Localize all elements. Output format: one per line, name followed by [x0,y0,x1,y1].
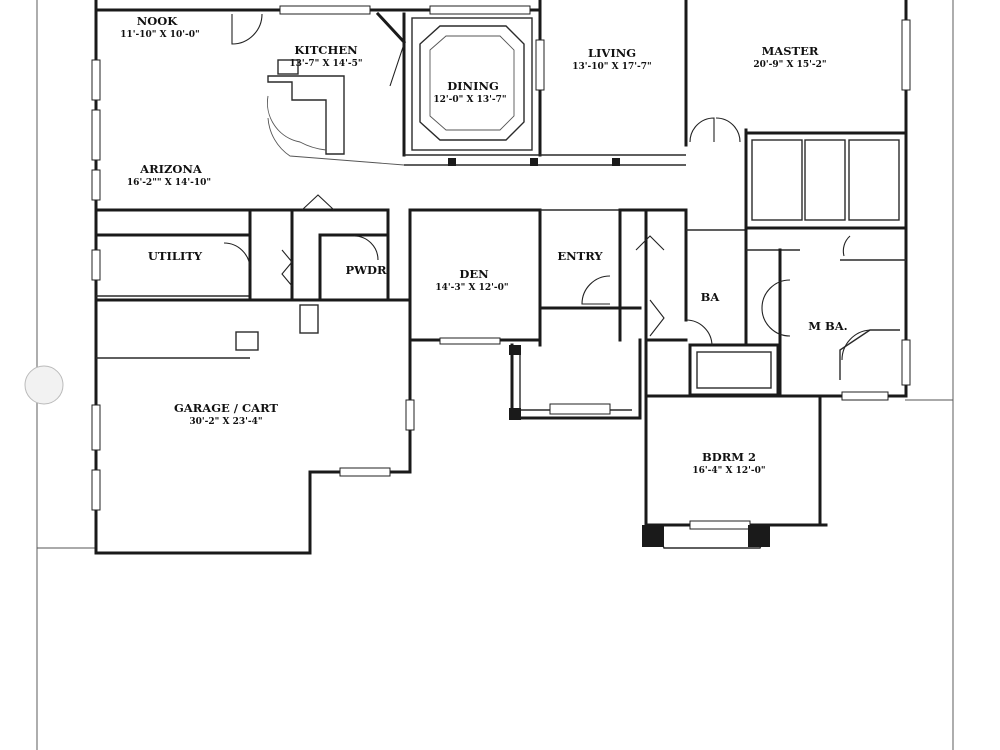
dining-ceiling [411,17,533,151]
room-label-pwdr: PWDR [345,263,387,277]
room-dims-bdrm2: 16'-4" X 12'-0" [692,466,765,476]
room-label-dining: DINING [447,79,499,93]
room-dims-living: 13'-10" X 17'-7" [572,62,651,72]
room-label-den: DEN [459,267,489,281]
room-label-living: LIVING [588,46,636,60]
walls [94,0,908,555]
room-label-utility: UTILITY [148,249,203,263]
room-label-master-bath: M BA. [808,319,847,333]
doors [223,13,871,361]
room-label-nook: NOOK [137,14,179,28]
room-dims-master: 20'-9" X 15'-2" [753,60,826,70]
room-label-master: MASTER [762,44,819,58]
room-labels: NOOK 11'-10" X 10'-0" KITCHEN 13'-7" X 1… [120,14,847,476]
paper-border [24,0,954,750]
room-dims-kitchen: 13'-7" X 14'-5" [289,59,362,69]
room-label-kitchen: KITCHEN [294,43,358,57]
room-label-bdrm2: BDRM 2 [702,450,756,464]
room-label-garage: GARAGE / CART [174,401,278,415]
windows [91,5,911,530]
room-label-ba: BA [701,290,721,304]
room-label-entry: ENTRY [557,249,603,263]
kitchen-island [267,59,405,166]
columns [448,158,770,547]
room-dims-nook: 11'-10" X 10'-0" [120,30,199,40]
room-label-arizona: ARIZONA [139,162,203,176]
room-dims-dining: 12'-0" X 13'-7" [433,95,506,105]
room-dims-den: 14'-3" X 12'-0" [435,283,508,293]
room-dims-arizona: 16'-2"" X 14'-10" [127,178,211,188]
room-dims-garage: 30'-2" X 23'-4" [189,417,262,427]
binder-hole [24,365,64,405]
